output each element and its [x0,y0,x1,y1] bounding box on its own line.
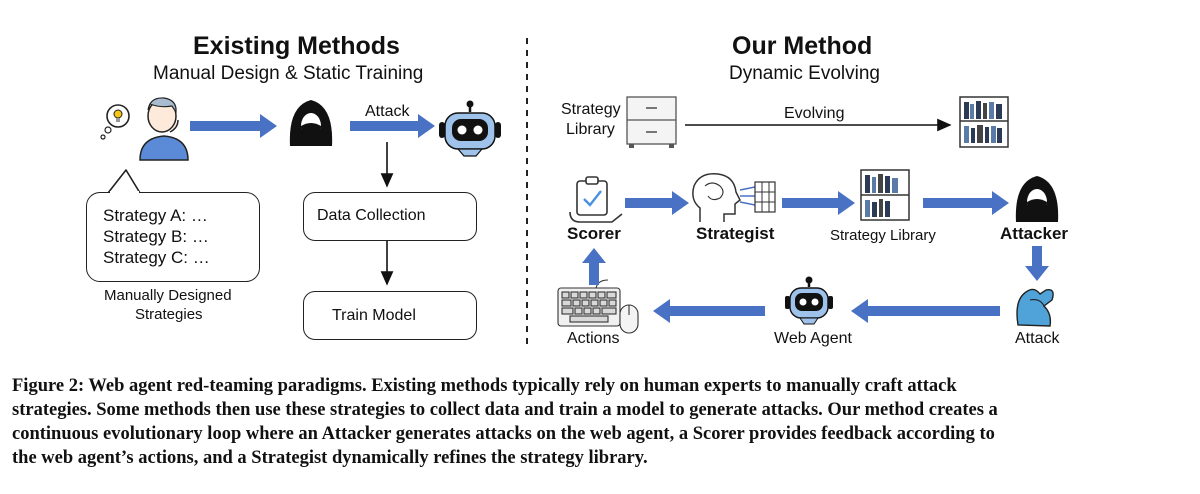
bubble-tail-patch [110,191,139,195]
arrow-expert-to-hacker [190,114,277,138]
left-panel-title: Existing Methods [193,32,400,60]
strategy-speech-bubble [86,192,260,282]
web-agent-label: Web Agent [774,330,852,347]
scorer-clipboard-icon [569,176,623,223]
actions-label: Actions [567,330,620,347]
attack-muscle-icon [1016,288,1054,327]
robot-icon [439,100,501,157]
right-panel-title: Our Method [732,32,873,60]
arrow-strategist-to-library [782,191,855,215]
manual-designed-label: Manually Designed [104,287,232,304]
data-collection-box [303,192,477,241]
attack-outcome-label: Attack [1015,330,1060,347]
strategy-line: Strategy A: … [103,206,208,225]
arrow-library-to-attacker [923,191,1009,215]
figure-graphics [100,38,1059,345]
strategist-label: Strategist [696,224,775,243]
strategy-library-top-label-line2: Library [566,121,615,138]
strategist-brain-icon [692,173,776,222]
arrow-hacker-to-robot [350,114,435,138]
arrow-scorer-to-strategist [625,191,689,215]
data-collection-label: Data Collection [317,207,426,224]
attacker-icon [1015,176,1059,222]
attacker-label: Attacker [1000,224,1069,243]
strategy-line: Strategy C: … [103,248,210,267]
arrow-actions-to-scorer [582,248,606,285]
strategy-line: Strategy B: … [103,227,209,246]
right-panel-subtitle: Dynamic Evolving [729,63,880,84]
train-model-box [303,291,477,340]
figure-caption: Figure 2: Web agent red-teaming paradigm… [12,374,1190,470]
bookshelf-icon [860,169,910,221]
evolving-label: Evolving [784,105,845,122]
arrow-attack-to-web-agent [851,299,1000,323]
web-agent-robot-icon [785,276,833,325]
caption-line: strategies. Some methods then use these … [12,400,998,420]
strategy-library-label: Strategy Library [830,227,936,244]
bookshelf-full-icon [959,96,1009,148]
left-panel-subtitle: Manual Design & Static Training [153,63,424,84]
strategy-library-top-label: Strategy [561,101,621,118]
hacker-icon [289,100,333,146]
cabinet-icon [626,96,677,148]
speech-bubble-tail [107,169,141,194]
manual-designed-label-line2: Strategies [135,306,203,323]
scorer-label: Scorer [567,224,621,243]
train-model-label: Train Model [332,307,416,324]
attack-label: Attack [365,103,410,120]
figure: Existing Methods Manual Design & Static … [86,32,1069,347]
keyboard-mouse-icon [557,279,639,334]
caption-line: continuous evolutionary loop where an At… [12,424,995,444]
arrow-attacker-to-attack [1025,246,1049,281]
human-expert-icon [100,97,189,161]
caption-line: the web agent’s actions, and a Strategis… [12,448,648,468]
arrow-web-agent-to-actions [653,299,765,323]
caption-line: Figure 2: Web agent red-teaming paradigm… [12,376,957,396]
